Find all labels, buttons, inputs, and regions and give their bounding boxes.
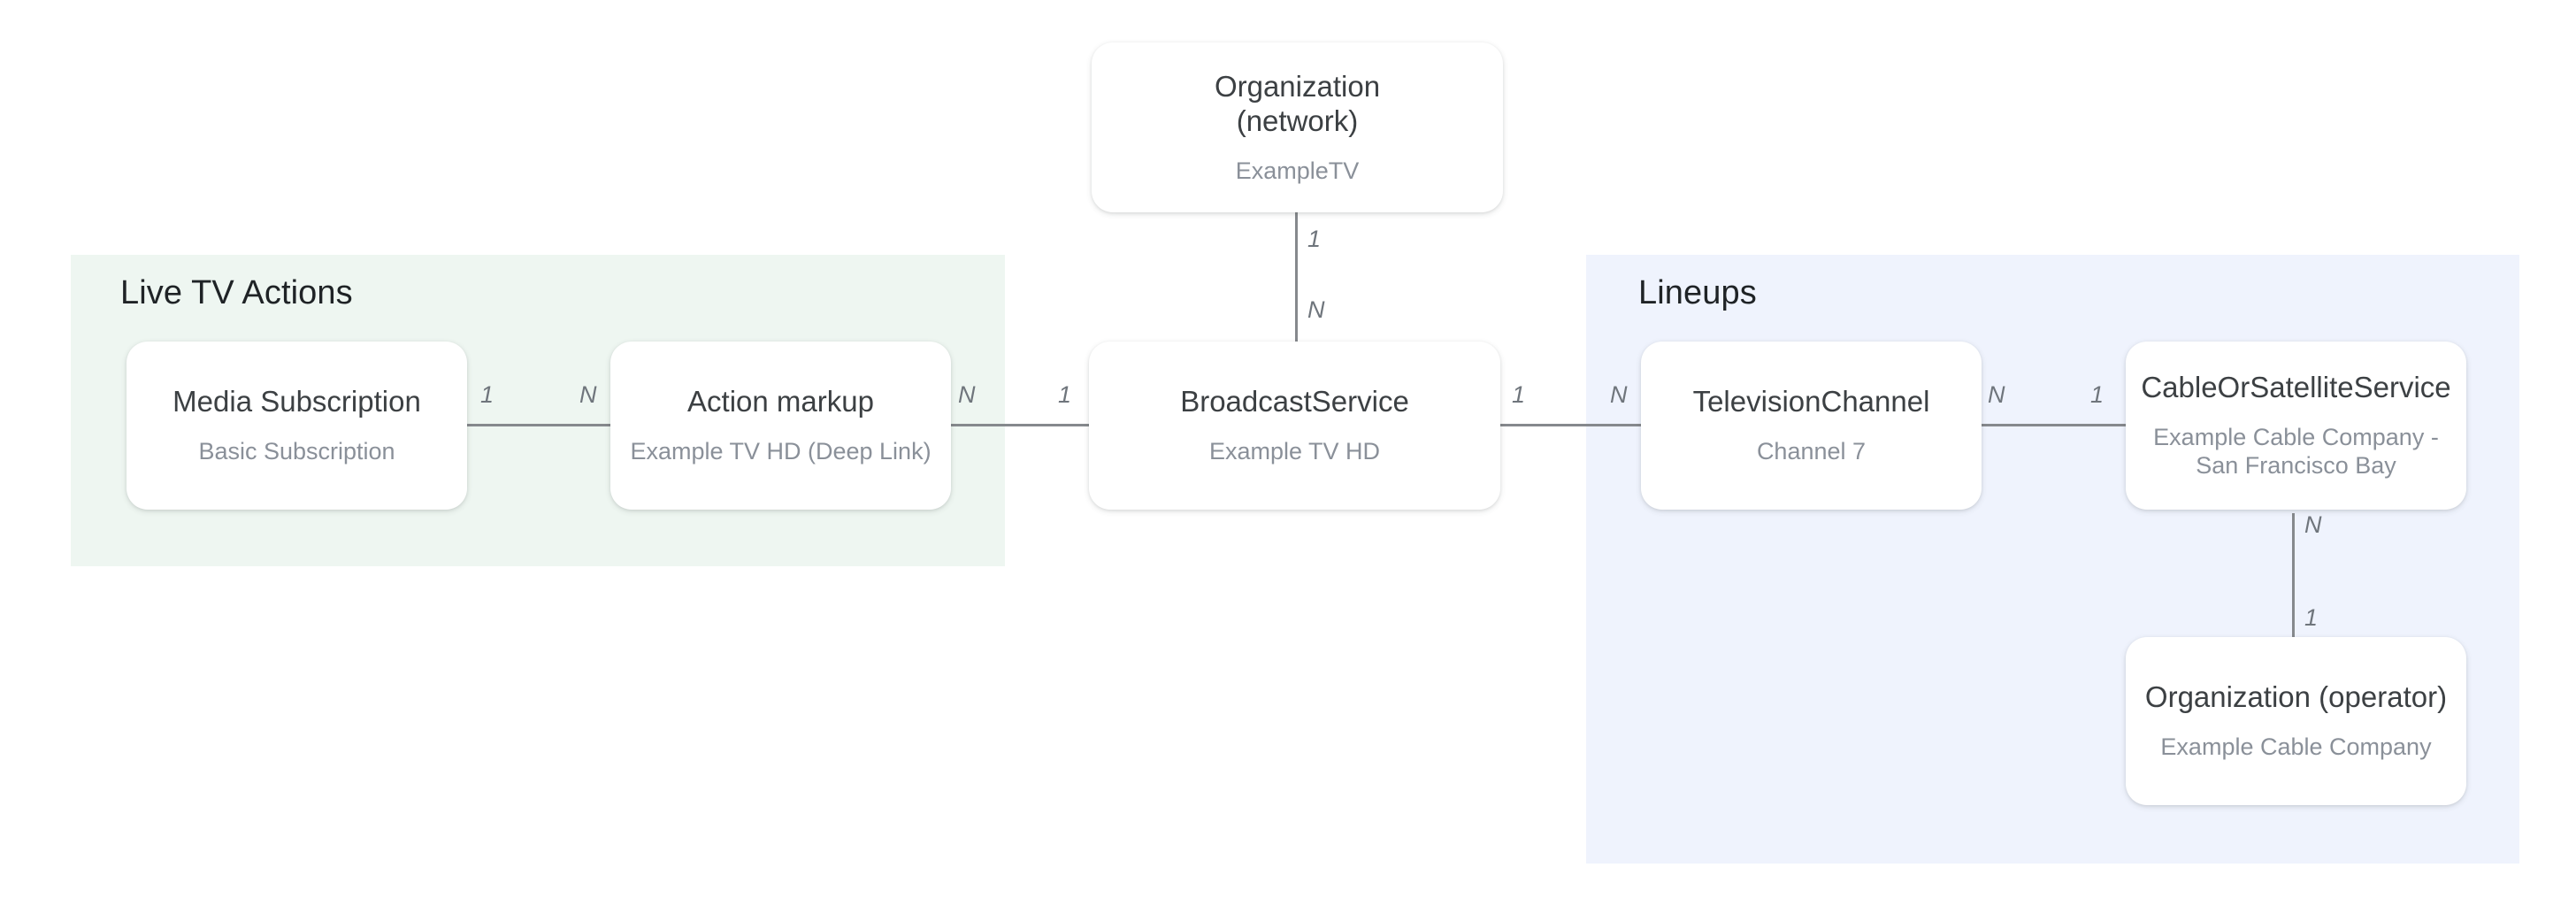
node-organization-network[interactable]: Organization (network) ExampleTV — [1092, 42, 1503, 212]
node-title-broadcast-service: BroadcastService — [1180, 385, 1409, 418]
edge-label-org-network-broadcast-from: 1 — [1307, 226, 1322, 252]
edge-label-media-action-from: 1 — [480, 381, 494, 408]
edge-label-action-broadcast-from: N — [958, 381, 976, 408]
edge-org-network-to-broadcast-service — [1295, 212, 1298, 342]
group-title-live-tv-actions: Live TV Actions — [120, 274, 353, 311]
edge-media-subscription-to-action-markup — [464, 424, 661, 426]
edge-label-cablesat-org-operator-from: N — [2304, 511, 2322, 538]
node-subtitle-action-markup: Example TV HD (Deep Link) — [630, 438, 932, 465]
node-title-action-markup: Action markup — [687, 385, 874, 418]
edge-label-media-action-to: N — [579, 381, 597, 408]
node-title-cable-or-satellite-service: CableOrSatelliteService — [2141, 371, 2451, 404]
edge-label-broadcast-tvchannel-to: N — [1610, 381, 1628, 408]
edge-broadcast-service-to-television-channel — [1498, 424, 1641, 426]
node-broadcast-service[interactable]: BroadcastService Example TV HD — [1089, 342, 1500, 510]
node-subtitle-media-subscription: Basic Subscription — [198, 438, 395, 465]
edge-action-markup-to-broadcast-service — [949, 424, 1091, 426]
edge-cable-or-satellite-service-to-organization-operator — [2292, 513, 2295, 637]
node-subtitle-television-channel: Channel 7 — [1756, 438, 1867, 465]
edge-label-action-broadcast-to: 1 — [1058, 381, 1072, 408]
node-subtitle-broadcast-service: Example TV HD — [1208, 438, 1381, 465]
node-subtitle-organization-network: ExampleTV — [1235, 157, 1360, 184]
node-organization-operator[interactable]: Organization (operator) Example Cable Co… — [2126, 637, 2466, 805]
group-title-lineups: Lineups — [1638, 274, 1757, 311]
edge-label-tvchannel-cablesat-from: N — [1988, 381, 2005, 408]
edge-television-channel-to-cable-or-satellite-service — [1974, 424, 2127, 426]
node-media-subscription[interactable]: Media Subscription Basic Subscription — [126, 342, 467, 510]
node-cable-or-satellite-service[interactable]: CableOrSatelliteService Example Cable Co… — [2126, 342, 2466, 510]
edge-label-broadcast-tvchannel-from: 1 — [1512, 381, 1526, 408]
node-title-organization-operator: Organization (operator) — [2144, 680, 2448, 714]
node-action-markup[interactable]: Action markup Example TV HD (Deep Link) — [610, 342, 951, 510]
node-subtitle-organization-operator: Example Cable Company — [2160, 733, 2432, 761]
node-television-channel[interactable]: TelevisionChannel Channel 7 — [1641, 342, 1982, 510]
node-title-media-subscription: Media Subscription — [172, 385, 421, 418]
node-title-television-channel: TelevisionChannel — [1692, 385, 1930, 418]
edge-label-tvchannel-cablesat-to: 1 — [2090, 381, 2104, 408]
edge-label-cablesat-org-operator-to: 1 — [2304, 604, 2319, 631]
node-title-organization-network: Organization (network) — [1214, 69, 1381, 137]
edge-label-org-network-broadcast-to: N — [1307, 296, 1325, 323]
node-subtitle-cable-or-satellite-service: Example Cable Company - San Francisco Ba… — [2153, 424, 2439, 480]
